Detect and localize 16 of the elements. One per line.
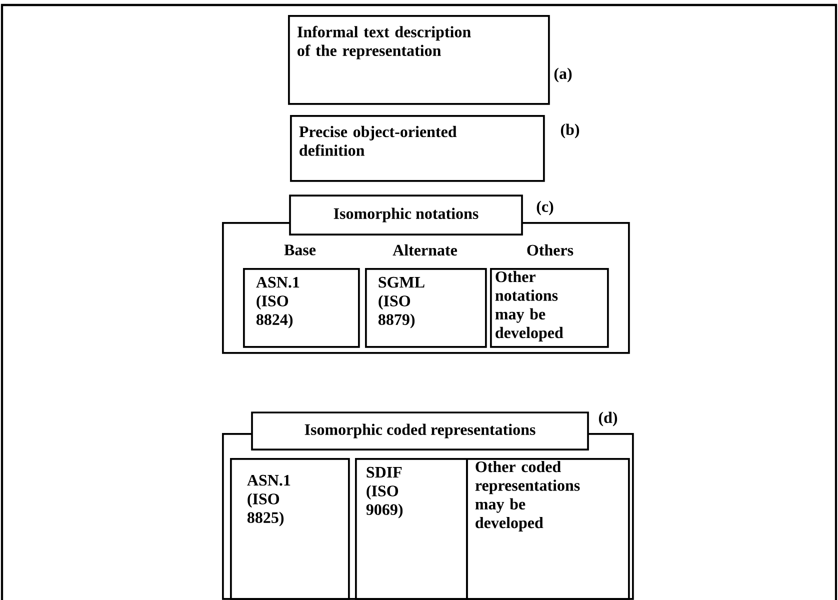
column-heading: Alternate — [392, 244, 458, 256]
column-heading: Others — [527, 244, 574, 256]
column-heading: Base — [284, 244, 316, 256]
text-box: ASN.1 (ISO 8825) — [230, 458, 350, 600]
node-label: Isomorphic notations — [334, 208, 478, 222]
text-box: SGML (ISO 8879) — [365, 268, 487, 348]
item-letter: (c) — [536, 200, 554, 216]
text-box: SDIF (ISO 9069) — [355, 458, 468, 600]
text-box: Other notations may be developed — [490, 268, 609, 348]
text-box: ASN.1 (ISO 8824) — [243, 268, 360, 348]
item-letter: (d) — [598, 412, 618, 426]
text-box: Informal text description of the representation — [288, 15, 550, 105]
item-letter: (b) — [560, 124, 580, 138]
text-box: Precise object-oriented definition — [290, 115, 545, 182]
item-letter: (a) — [554, 68, 572, 82]
text-box: Other coded representations may be developed — [466, 458, 630, 600]
